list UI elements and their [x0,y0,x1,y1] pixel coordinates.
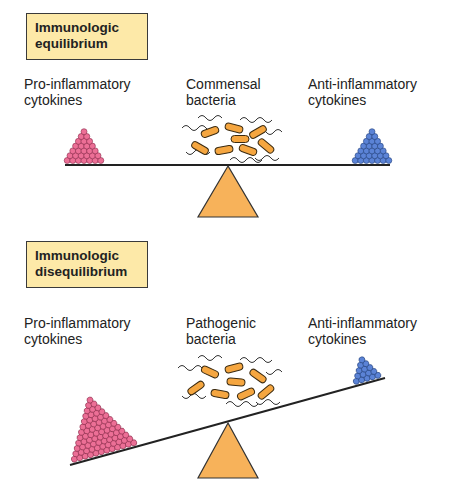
cytokine-piles [57,129,392,463]
cytokine-pile [57,388,138,463]
bacterium [215,145,234,155]
bacterium [187,380,206,396]
bacterium [224,362,243,373]
flagellum [255,156,279,161]
cytokine-dot [86,396,93,403]
bacterium [249,368,268,384]
bacteria-cluster [182,116,282,163]
panel-label: Commensal bacteria [186,76,286,108]
flagellum [256,400,280,405]
bacterium [200,126,219,139]
cytokine-pile [64,129,104,164]
bacterium [211,389,230,399]
flagellum [266,370,282,375]
fulcrum [198,423,258,478]
bacterium [257,384,275,401]
flagellum [240,358,272,363]
heading-text: Immunologic disequilibrium [35,248,139,280]
cytokine-dot [358,356,365,363]
flagellum [226,402,258,407]
cytokine-dot [369,129,375,135]
flagellum [198,356,222,361]
bacterium [236,387,255,401]
panel-label: Anti-inflammatory cytokines [308,315,438,347]
heading-text: Immunologic equilibrium [35,20,139,52]
panel-label: Pro-inflammatory cytokines [24,315,152,347]
panel-label: Pro-inflammatory cytokines [24,76,152,108]
bacterium [257,138,275,155]
bacterium [231,136,249,143]
bacteria-cluster [178,356,282,407]
flagellum [266,130,282,135]
panel-label: Anti-inflammatory cytokines [308,76,438,108]
bacterium [248,124,267,139]
cytokine-pile [352,129,392,164]
fulcrum [198,166,258,217]
bacterium [200,365,219,379]
heading-box: Immunologic equilibrium [26,13,148,60]
flagellum [198,116,222,121]
cytokine-dot [81,129,87,135]
flagellum [240,118,272,123]
panel-label: Pathogenic bacteria [186,315,286,347]
bacterium [190,140,209,155]
bacterium [224,122,243,133]
heading-box: Immunologic disequilibrium [26,241,148,288]
bacterium [238,144,257,157]
bacterium [227,378,246,387]
